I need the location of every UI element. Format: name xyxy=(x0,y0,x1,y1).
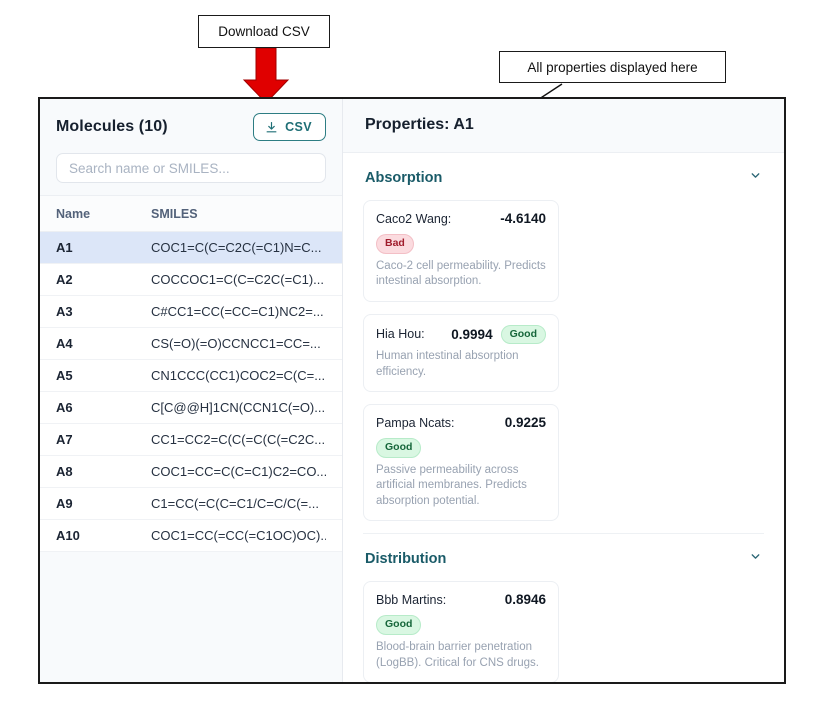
molecule-row-a9[interactable]: A9 C1=CC(=C(C=C1/C=C/C(=... xyxy=(40,488,342,520)
column-header-name: Name xyxy=(56,207,91,221)
status-badge: Bad xyxy=(376,234,414,254)
molecule-name: A7 xyxy=(56,432,73,447)
status-badge: Good xyxy=(376,615,422,635)
molecule-list-header: Molecules (10) CSV xyxy=(40,99,342,196)
property-value: 0.9994 xyxy=(451,326,493,342)
properties-title: Properties: A1 xyxy=(365,116,474,133)
molecule-name: A2 xyxy=(56,272,73,287)
column-header-smiles: SMILES xyxy=(151,207,198,221)
molecule-row-a7[interactable]: A7 CC1=CC2=C(C(=C(C(=C2C... xyxy=(40,424,342,456)
molecule-row-a1[interactable]: A1 COC1=C(C=C2C(=C1)N=C... xyxy=(40,232,342,264)
molecule-row-a8[interactable]: A8 COC1=CC=C(C=C1)C2=CO... xyxy=(40,456,342,488)
molecule-smiles: CS(=O)(=O)CCNCC1=CC=... xyxy=(151,336,321,351)
molecule-smiles: COCCOC1=C(C=C2C(=C1)... xyxy=(151,272,325,287)
molecule-name: A6 xyxy=(56,400,73,415)
property-description: Blood-brain barrier penetration (LogBB).… xyxy=(376,640,539,669)
molecule-name: A1 xyxy=(56,240,73,255)
molecule-row-a2[interactable]: A2 COCCOC1=C(C=C2C(=C1)... xyxy=(40,264,342,296)
molecule-name: A8 xyxy=(56,464,73,479)
molecule-smiles: COC1=C(C=C2C(=C1)N=C... xyxy=(151,240,322,255)
annotation-all-properties-label: All properties displayed here xyxy=(527,59,698,75)
property-value: 0.8946 xyxy=(504,592,546,608)
annotation-all-properties: All properties displayed here xyxy=(499,51,726,83)
molecule-smiles: C#CC1=CC(=CC=C1)NC2=... xyxy=(151,304,324,319)
section-header-absorption[interactable]: Absorption xyxy=(363,153,764,200)
property-value: 0.9225 xyxy=(504,415,546,431)
chevron-down-icon[interactable] xyxy=(749,550,762,568)
property-description: Caco-2 cell permeability. Predicts intes… xyxy=(376,259,546,288)
molecule-name: A10 xyxy=(56,528,80,543)
molecule-smiles: C1=CC(=C(C=C1/C=C/C(=... xyxy=(151,496,319,511)
property-label: Caco2 Wang: xyxy=(376,211,452,226)
molecule-name: A9 xyxy=(56,496,73,511)
section-header-distribution[interactable]: Distribution xyxy=(363,533,764,581)
molecule-name: A4 xyxy=(56,336,73,351)
property-label: Hia Hou: xyxy=(376,327,425,342)
annotation-download-csv: Download CSV xyxy=(198,15,330,48)
red-arrow-to-csv xyxy=(242,47,290,104)
search-input[interactable] xyxy=(56,153,326,183)
molecule-row-a10[interactable]: A10 COC1=CC(=CC(=C1OC)OC)... xyxy=(40,520,342,552)
molecule-table-header: Name SMILES xyxy=(40,196,342,232)
molecule-smiles: COC1=CC=C(C=C1)C2=CO... xyxy=(151,464,326,479)
molecule-rows: A1 COC1=C(C=C2C(=C1)N=C... A2 COCCOC1=C(C=C… xyxy=(40,232,342,552)
chevron-down-icon[interactable] xyxy=(749,169,762,187)
download-icon xyxy=(265,121,278,134)
molecule-row-a5[interactable]: A5 CN1CCC(CC1)COC2=C(C=... xyxy=(40,360,342,392)
molecule-smiles: CC1=CC2=C(C(=C(C(=C2C... xyxy=(151,432,326,447)
property-description: Passive permeability across artificial m… xyxy=(376,463,527,507)
property-label: Pampa Ncats: xyxy=(376,415,455,430)
molecule-name: A3 xyxy=(56,304,73,319)
molecule-smiles: COC1=CC(=CC(=C1OC)OC)... xyxy=(151,528,326,543)
section-title: Distribution xyxy=(365,551,447,568)
property-value: -4.6140 xyxy=(500,211,546,226)
molecule-row-a4[interactable]: A4 CS(=O)(=O)CCNCC1=CC=... xyxy=(40,328,342,360)
molecules-title: Molecules (10) xyxy=(56,118,168,135)
molecule-list-empty-space xyxy=(40,552,342,682)
molecule-name: A5 xyxy=(56,368,73,383)
property-label: Bbb Martins: xyxy=(376,592,447,607)
molecule-smiles: C[C@@H]1CN(CCN1C(=O)... xyxy=(151,400,326,415)
molecule-row-a6[interactable]: A6 C[C@@H]1CN(CCN1C(=O)... xyxy=(40,392,342,424)
properties-header: Properties: A1 xyxy=(343,99,784,153)
molecule-smiles: CN1CCC(CC1)COC2=C(C=... xyxy=(151,368,326,383)
status-badge: Good xyxy=(376,438,422,458)
molecule-list-panel: Molecules (10) CSV Name SMILES xyxy=(40,99,343,682)
status-badge: Good xyxy=(500,324,546,345)
property-description: Human intestinal absorption efficiency. xyxy=(376,350,519,378)
download-csv-label: CSV xyxy=(285,120,312,134)
app-window: Molecules (10) CSV Name SMILES xyxy=(38,97,786,684)
annotation-download-csv-label: Download CSV xyxy=(218,24,310,39)
download-csv-button[interactable]: CSV xyxy=(253,113,326,141)
molecule-row-a3[interactable]: A3 C#CC1=CC(=CC=C1)NC2=... xyxy=(40,296,342,328)
section-title: Absorption xyxy=(365,170,443,186)
